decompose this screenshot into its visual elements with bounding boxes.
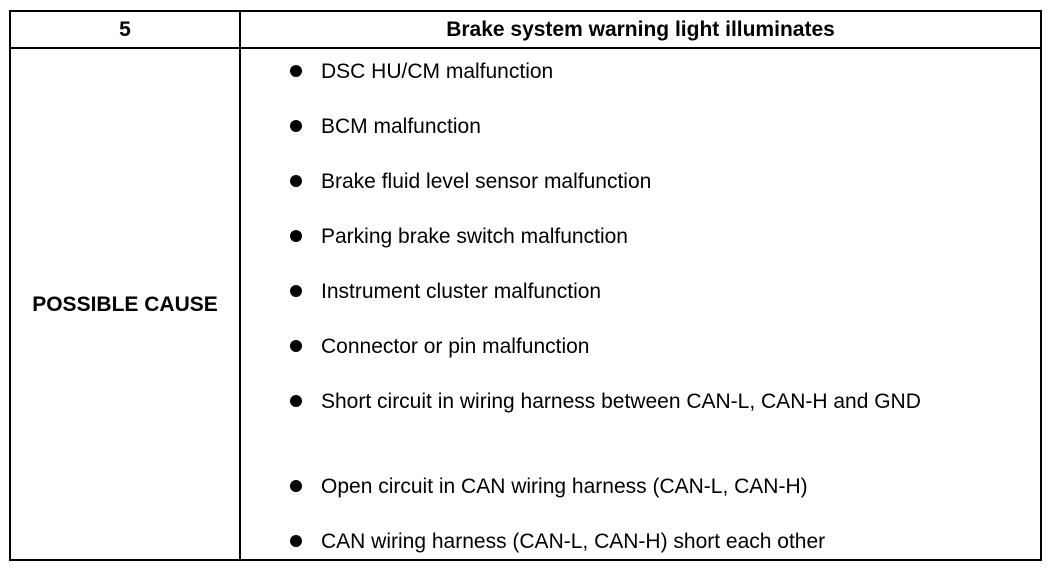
table-header-row: 5 Brake system warning light illuminates: [11, 12, 1040, 49]
cause-text: Parking brake switch malfunction: [321, 225, 628, 248]
bullet-icon: [290, 230, 302, 242]
cause-text: DSC HU/CM malfunction: [321, 60, 554, 83]
bullet-icon: [290, 395, 302, 407]
bullet-icon: [290, 175, 302, 187]
cause-text: Short circuit in wiring harness between …: [321, 390, 921, 413]
bullet-icon: [290, 120, 302, 132]
cause-text: CAN wiring harness (CAN-L, CAN-H) short …: [321, 530, 826, 553]
possible-cause-label: POSSIBLE CAUSE: [32, 293, 218, 316]
column-divider: [239, 12, 241, 559]
cause-text: Connector or pin malfunction: [321, 335, 590, 358]
cause-list: DSC HU/CM malfunction BCM malfunction Br…: [241, 49, 1040, 559]
cause-text: Open circuit in CAN wiring harness (CAN-…: [321, 475, 808, 498]
step-title: Brake system warning light illuminates: [446, 17, 835, 41]
cause-text: BCM malfunction: [321, 115, 481, 138]
bullet-icon: [290, 65, 302, 77]
step-number: 5: [119, 17, 131, 41]
bullet-icon: [290, 480, 302, 492]
cause-text: Instrument cluster malfunction: [321, 280, 602, 303]
bullet-icon: [290, 340, 302, 352]
bullet-icon: [290, 285, 302, 297]
diagnostic-table: 5 Brake system warning light illuminates…: [9, 10, 1042, 561]
bullet-icon: [290, 535, 302, 547]
cause-text: Brake fluid level sensor malfunction: [321, 170, 652, 193]
